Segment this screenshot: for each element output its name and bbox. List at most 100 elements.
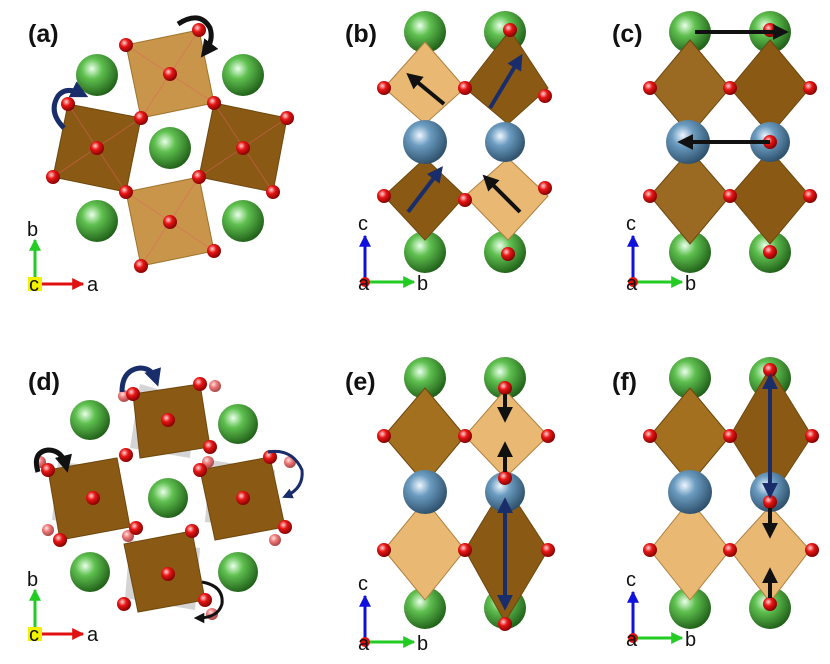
axis-label-out-of-plane: a <box>626 629 638 651</box>
oxygen-atom <box>129 521 143 535</box>
oxygen-atom <box>498 471 512 485</box>
blue-atom <box>485 122 525 162</box>
oxygen-atom <box>192 23 206 37</box>
oxygen-atom <box>458 81 472 95</box>
octahedron-light <box>383 499 466 601</box>
green-atom <box>70 400 110 440</box>
oxygen-atom <box>805 543 819 557</box>
rotation-arrow-icon <box>51 81 89 130</box>
green-atom <box>669 231 711 273</box>
displacement-arrow-icon <box>406 166 443 214</box>
oxygen-atom <box>501 247 515 261</box>
oxygen-atom <box>119 448 133 462</box>
oxygen-atom <box>46 170 60 184</box>
panel-label-a: (a) <box>28 20 59 48</box>
oxygen-atom <box>207 96 221 110</box>
rotation-arrow-icon <box>176 15 219 58</box>
rotation-arrow-icon <box>33 447 72 473</box>
oxygen-atom <box>236 141 250 155</box>
oxygen-atom <box>503 23 517 37</box>
axis-label-out-of-plane: c <box>29 624 39 646</box>
oxygen-atom <box>119 38 133 52</box>
oxygen-atom <box>377 189 391 203</box>
panel-label-c: (c) <box>612 20 643 48</box>
oxygen-atom <box>643 81 657 95</box>
green-atom <box>148 478 188 518</box>
panel-d-structure <box>33 365 304 624</box>
panel-label-d: (d) <box>28 368 60 396</box>
oxygen-atom <box>803 81 817 95</box>
blue-atom <box>403 120 447 164</box>
oxygen-atom <box>803 189 817 203</box>
oxygen-atom <box>498 617 512 631</box>
green-atom <box>484 357 526 399</box>
green-atom <box>669 11 711 53</box>
green-atom <box>76 54 118 96</box>
oxygen-atom <box>263 450 277 464</box>
panel-a-axes: b a c <box>27 219 99 296</box>
axis-label-horizontal: b <box>417 633 428 655</box>
oxygen-atom <box>377 543 391 557</box>
axis-label-vertical: b <box>27 569 38 591</box>
oxygen-atom <box>86 491 100 505</box>
oxygen-atom <box>90 141 104 155</box>
oxygen-atom <box>541 543 555 557</box>
oxygen-atom <box>458 429 472 443</box>
panel-c-structure <box>643 11 817 273</box>
oxygen-atom <box>498 381 512 395</box>
panel-label-f: (f) <box>612 368 637 396</box>
oxygen-atom <box>377 429 391 443</box>
oxygen-atom <box>193 463 207 477</box>
octahedron-dark <box>383 157 466 241</box>
oxygen-atom <box>458 543 472 557</box>
displacement-arrow-icon <box>482 174 522 214</box>
oxygen-atom <box>266 185 280 199</box>
oxygen-atom <box>198 593 212 607</box>
panel-e-axes: c b a <box>358 573 428 655</box>
axis-label-horizontal: b <box>417 273 428 295</box>
green-atom <box>404 587 446 629</box>
axis-label-horizontal: a <box>87 624 99 646</box>
oxygen-atom <box>119 185 133 199</box>
green-atom <box>149 127 191 169</box>
oxygen-atom <box>763 245 777 259</box>
oxygen-atom <box>117 597 131 611</box>
panel-a-structure <box>46 15 294 273</box>
panel-label-b: (b) <box>345 20 377 48</box>
oxygen-atom <box>458 193 472 207</box>
green-atom <box>404 357 446 399</box>
green-atom <box>218 552 258 592</box>
oxygen-atom <box>538 181 552 195</box>
octahedron-light <box>383 41 466 125</box>
rotation-arrow-icon <box>267 449 304 499</box>
oxygen-atom <box>278 520 292 534</box>
panel-b-structure <box>377 11 552 273</box>
oxygen-atom <box>236 491 250 505</box>
axis-label-out-of-plane: a <box>358 633 370 655</box>
oxygen-atom <box>134 111 148 125</box>
green-atom <box>669 587 711 629</box>
oxygen-atom <box>643 189 657 203</box>
axis-label-out-of-plane: c <box>29 274 39 296</box>
octahedron-dark <box>729 39 811 136</box>
oxygen-atom <box>723 543 737 557</box>
octahedron-dark <box>729 149 811 245</box>
green-atom <box>222 200 264 242</box>
oxygen-atom <box>723 189 737 203</box>
green-atom <box>404 11 446 53</box>
oxygen-atom <box>53 533 67 547</box>
oxygen-atom <box>805 429 819 443</box>
panel-d-axes: b a c <box>27 569 99 646</box>
oxygen-atom <box>763 597 777 611</box>
panel-b-axes: c b a <box>358 213 428 295</box>
oxygen-atom <box>193 377 207 391</box>
octahedron-light <box>649 499 731 601</box>
oxygen-atom <box>163 67 177 81</box>
oxygen-atom <box>134 259 148 273</box>
green-atom <box>76 200 118 242</box>
oxygen-atom <box>207 244 221 258</box>
axis-label-vertical: c <box>358 573 368 595</box>
green-atom <box>669 357 711 399</box>
panel-c-axes: c b a <box>626 213 696 295</box>
axis-label-horizontal: b <box>685 273 696 295</box>
